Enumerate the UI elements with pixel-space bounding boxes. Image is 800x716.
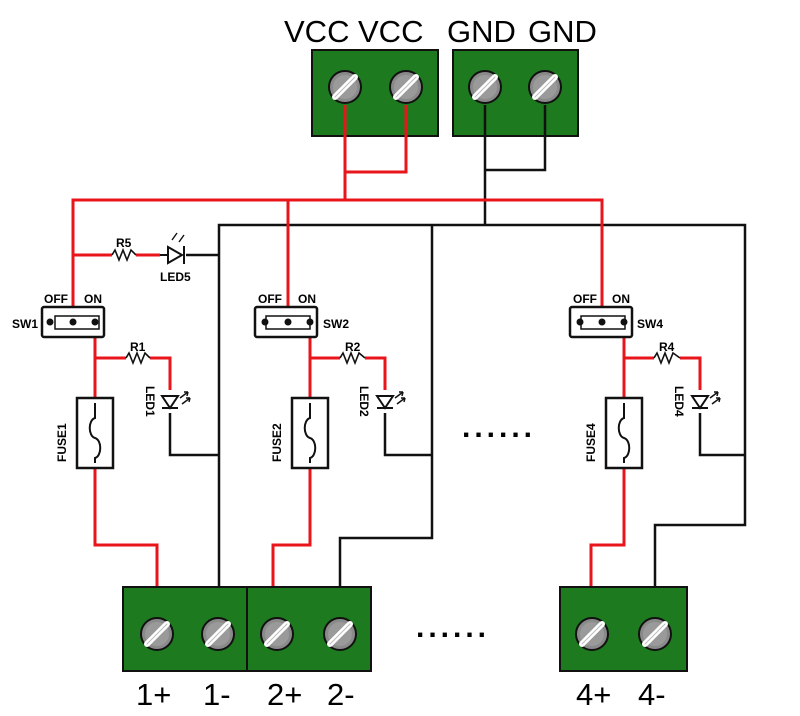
out1-minus-screw-icon bbox=[202, 618, 234, 650]
switch-sw2-label: SW2 bbox=[323, 317, 349, 331]
ellipsis-middle: ...... bbox=[462, 411, 536, 444]
out2-plus-screw-icon bbox=[261, 618, 293, 650]
ellipsis-bottom: ...... bbox=[416, 611, 490, 644]
output-terminal-block-4 bbox=[559, 586, 688, 672]
sw2-off-label: OFF bbox=[258, 292, 282, 306]
led1-icon bbox=[161, 391, 191, 409]
fuse2 bbox=[290, 396, 330, 470]
out2-minus-screw-icon bbox=[324, 618, 356, 650]
switch-sw1-label: SW1 bbox=[12, 317, 38, 331]
resistor-r4 bbox=[653, 350, 681, 366]
switch-sw2 bbox=[253, 305, 319, 339]
resistor-r5-label: R5 bbox=[116, 236, 132, 250]
led1-label: LED1 bbox=[143, 386, 157, 417]
switch-sw1 bbox=[40, 305, 106, 339]
out1-plus-screw-icon bbox=[141, 618, 173, 650]
terminal-label-gnd-1: GND bbox=[447, 14, 516, 49]
gnd-screw-1-icon bbox=[469, 71, 501, 103]
power-terminal-block-vcc bbox=[311, 49, 439, 137]
led5-icon bbox=[160, 232, 185, 265]
resistor-r2-label: R2 bbox=[345, 340, 361, 354]
sw1-off-label: OFF bbox=[44, 292, 68, 306]
terminal-label-vcc-1: VCC bbox=[284, 14, 349, 49]
output-terminal-block-2 bbox=[246, 586, 372, 672]
terminal-label-2-plus: 2+ bbox=[267, 677, 302, 712]
fuse4-label: FUSE4 bbox=[584, 423, 598, 462]
resistor-r4-label: R4 bbox=[659, 340, 675, 354]
terminal-label-4-minus: 4- bbox=[638, 677, 666, 712]
ground-wiring bbox=[168, 105, 747, 620]
gnd-screw-2-icon bbox=[529, 71, 561, 103]
vcc-screw-1-icon bbox=[329, 71, 361, 103]
out4-minus-screw-icon bbox=[639, 618, 671, 650]
positive-wiring bbox=[71, 105, 702, 620]
resistor-r1-label: R1 bbox=[130, 340, 146, 354]
resistor-r1 bbox=[125, 350, 151, 366]
out4-plus-screw-icon bbox=[576, 618, 608, 650]
switch-sw4 bbox=[568, 305, 634, 339]
resistor-r2 bbox=[339, 350, 366, 366]
switch-sw4-label: SW4 bbox=[637, 317, 663, 331]
terminal-label-1-plus: 1+ bbox=[136, 677, 171, 712]
terminal-label-4-plus: 4+ bbox=[576, 677, 611, 712]
fuse2-label: FUSE2 bbox=[270, 423, 284, 462]
fuse4 bbox=[604, 396, 644, 470]
led2-label: LED2 bbox=[357, 386, 371, 417]
terminal-label-vcc-2: VCC bbox=[358, 14, 423, 49]
output-terminal-block-1 bbox=[122, 586, 248, 672]
led4-icon bbox=[691, 391, 721, 409]
led2-icon bbox=[376, 391, 406, 409]
sw4-off-label: OFF bbox=[573, 292, 597, 306]
terminal-label-gnd-2: GND bbox=[528, 14, 597, 49]
led5-label: LED5 bbox=[160, 270, 191, 284]
terminal-label-2-minus: 2- bbox=[327, 677, 355, 712]
sw2-on-label: ON bbox=[298, 292, 316, 306]
power-terminal-block-gnd bbox=[452, 49, 579, 137]
terminal-label-1-minus: 1- bbox=[203, 677, 231, 712]
sw4-on-label: ON bbox=[612, 292, 630, 306]
led4-label: LED4 bbox=[672, 386, 686, 417]
fuse1-label: FUSE1 bbox=[55, 423, 69, 462]
vcc-screw-2-icon bbox=[390, 71, 422, 103]
fuse1 bbox=[75, 396, 115, 470]
resistor-r5 bbox=[111, 247, 137, 263]
sw1-on-label: ON bbox=[84, 292, 102, 306]
